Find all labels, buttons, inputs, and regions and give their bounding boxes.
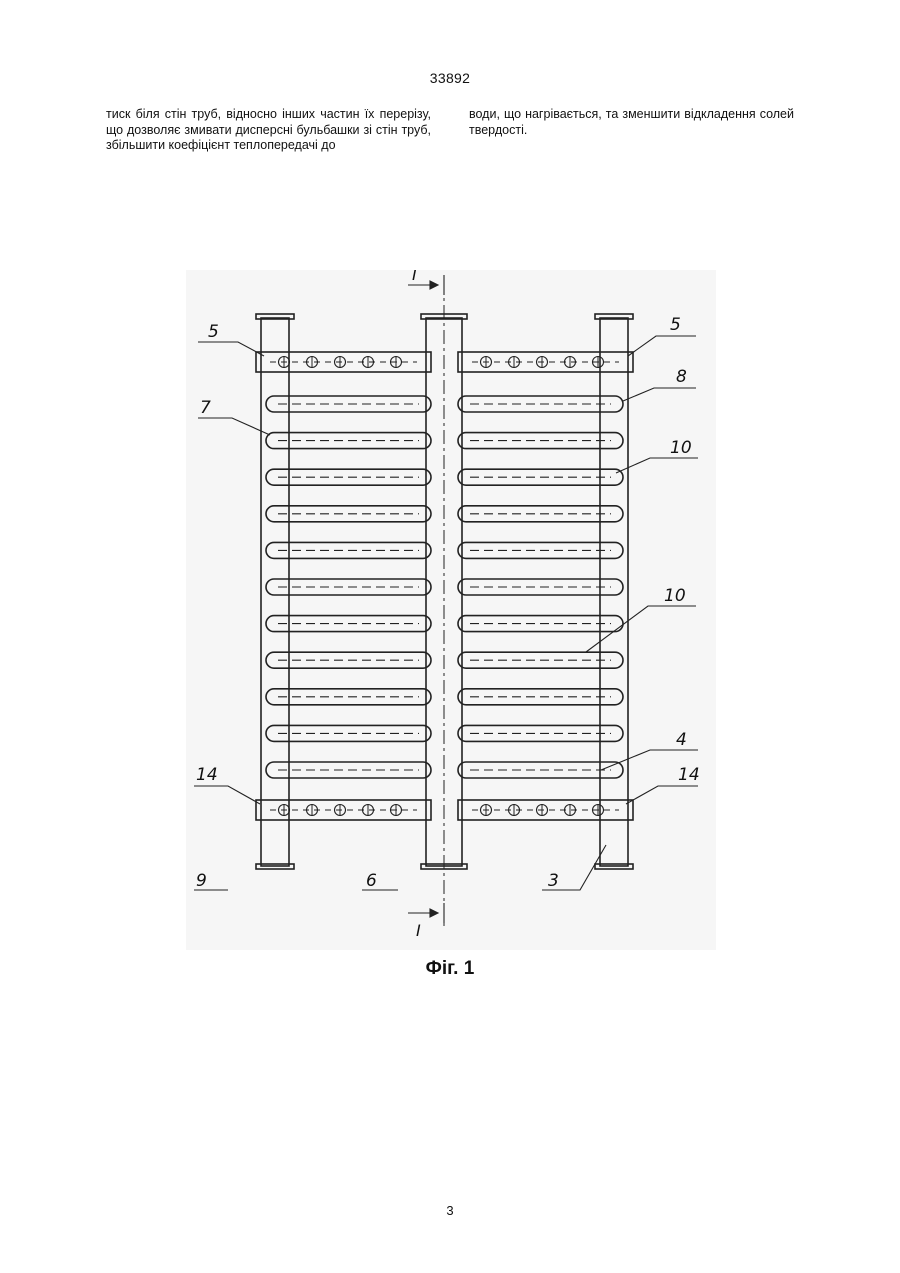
- label-collector-top-right: 5: [670, 315, 681, 335]
- section-mark-top-label: I: [412, 270, 417, 284]
- label-pipe-3: 3: [548, 871, 559, 891]
- heat-exchanger-diagram: 5587101041414963II: [186, 270, 716, 950]
- label-part-4: 4: [676, 730, 687, 750]
- label-collector-top-left: 5: [208, 322, 219, 342]
- text-column-left: тиск біля стін труб, відносно інших част…: [106, 107, 431, 154]
- label-part-10-upper: 10: [670, 438, 692, 458]
- patent-number: 33892: [0, 70, 900, 86]
- section-mark-bottom-label: I: [416, 921, 421, 940]
- figure-caption: Фіг. 1: [0, 958, 900, 980]
- label-pipe-6: 6: [366, 871, 377, 891]
- page-number: 3: [0, 1203, 900, 1218]
- label-part-7: 7: [200, 398, 211, 418]
- label-collector-bottom-right: 14: [678, 765, 700, 785]
- label-pipe-9: 9: [196, 871, 207, 891]
- label-tube-8: 8: [676, 367, 687, 387]
- label-part-10-lower: 10: [664, 586, 686, 606]
- label-collector-bottom-left: 14: [196, 765, 218, 785]
- text-column-right: води, що нагрівається, та зменшити відкл…: [469, 107, 794, 138]
- figure-drawing: 5587101041414963II: [186, 270, 716, 950]
